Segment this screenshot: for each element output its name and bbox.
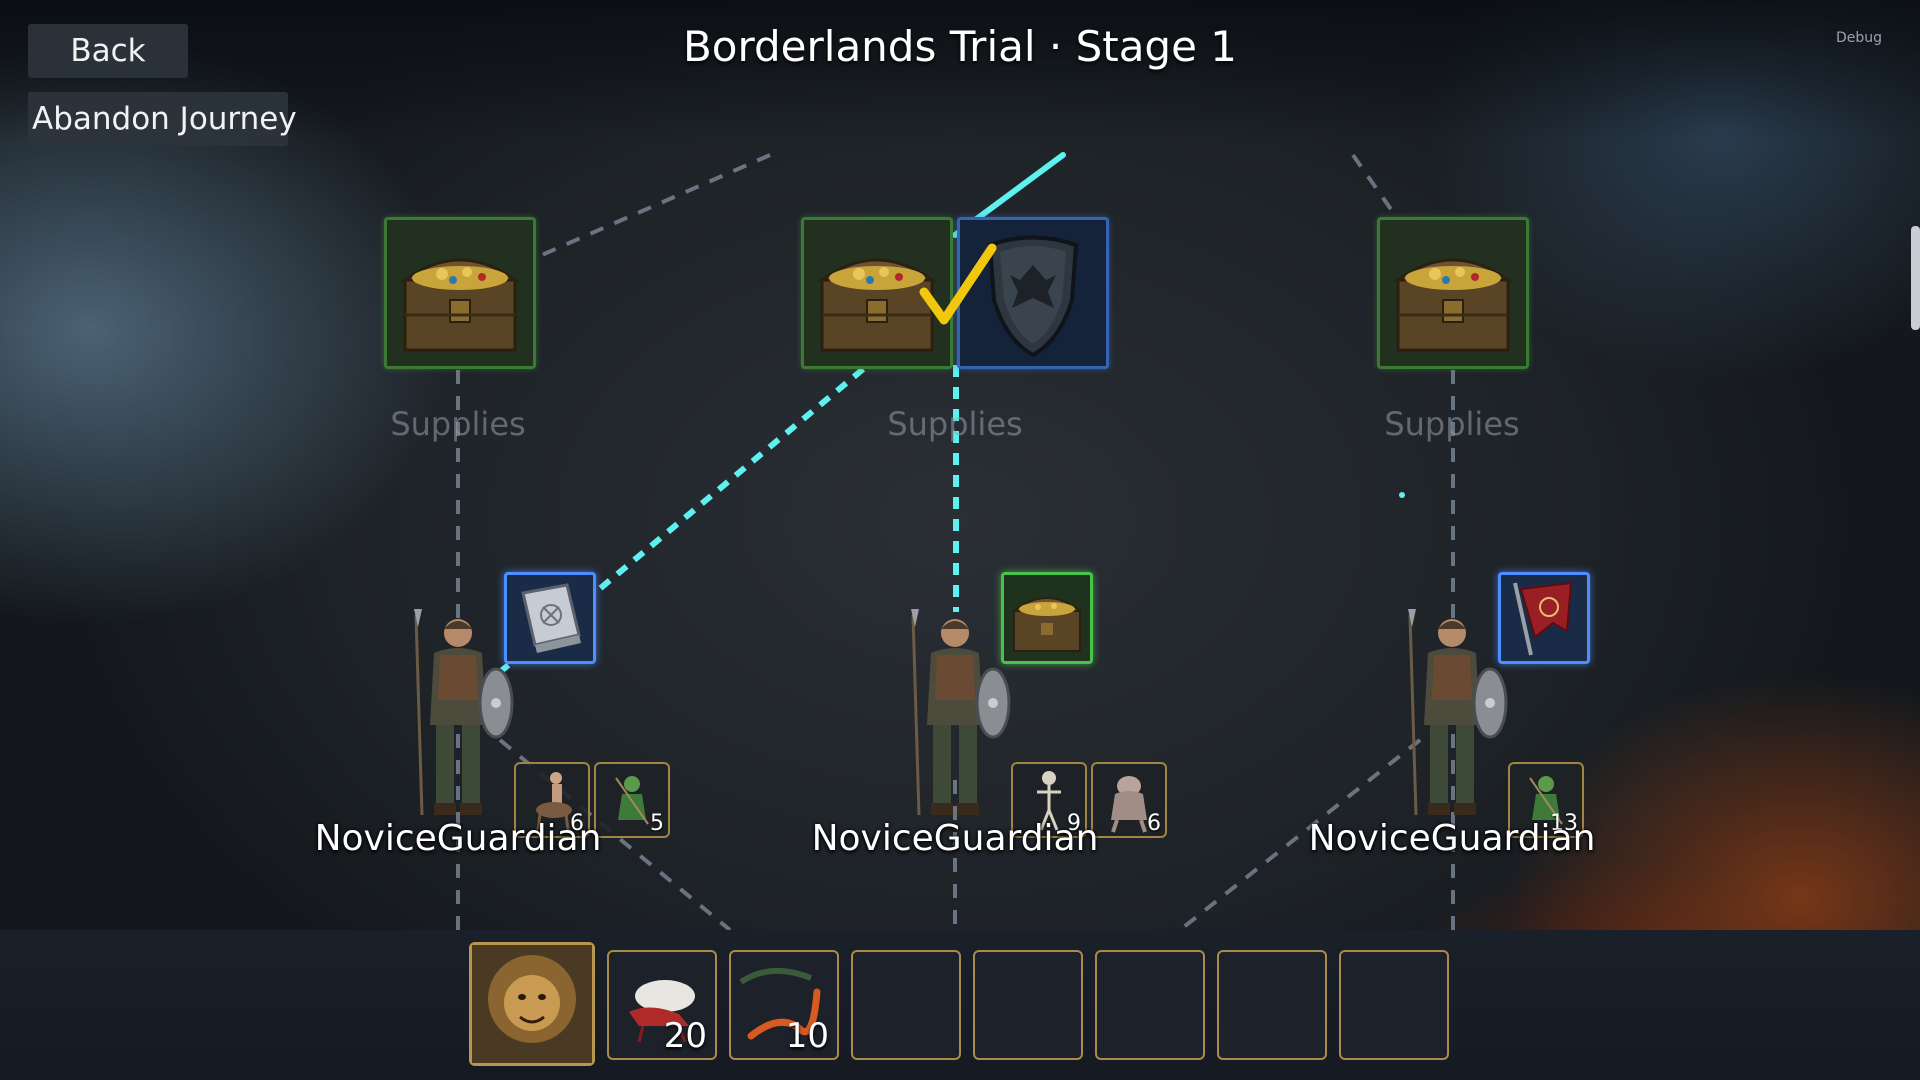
path-dot [1399,492,1405,498]
enemy-count: 13 [1550,811,1578,836]
army-empty-slot[interactable] [1095,950,1205,1060]
guardian-reward-1[interactable] [504,572,596,664]
army-empty-slot[interactable] [973,950,1083,1060]
supplies-label: Supplies [390,405,526,443]
page-title: Borderlands Trial · Stage 1 [682,22,1238,71]
guardian-figure[interactable] [400,605,520,825]
serpent-icon [739,967,821,1040]
goblin-icon [1529,776,1563,825]
lion-warrior-icon [472,945,592,1063]
enemy-unit-slot[interactable]: 9 [1011,762,1087,838]
treasure-chest-icon [400,258,520,352]
abandon-journey-button[interactable]: Abandon Journey [28,92,297,146]
enemy-unit-slot[interactable]: 6 [514,762,590,838]
army-unit-count: 20 [663,1016,707,1056]
enemy-count: 5 [650,811,664,836]
treasure-chest-icon [1393,258,1513,352]
ghoul-icon [1111,776,1147,833]
path-line [534,153,771,260]
guardian-figure[interactable] [897,605,1017,825]
completed-checkmark-icon [919,243,997,325]
army-unit-slot[interactable]: 20 [607,950,717,1060]
army-empty-slot[interactable] [851,950,961,1060]
spellbook-icon [521,583,581,653]
shield-icon [987,235,1079,358]
enemy-count: 6 [570,811,584,836]
skeleton-icon [1037,771,1061,831]
enemy-count: 6 [1147,811,1161,836]
hero-slot[interactable] [469,942,595,1066]
supplies-node-2[interactable] [801,217,953,369]
supplies-node-1[interactable] [384,217,536,369]
army-unit-count: 10 [785,1016,829,1056]
background-top-shade [0,0,1920,140]
scrollbar-thumb[interactable] [1911,226,1920,330]
treasure-chest-icon [1011,597,1083,652]
active-path-line [498,352,882,675]
army-empty-slot[interactable] [1339,950,1449,1060]
supplies-label: Supplies [1384,405,1520,443]
guardian-reward-2[interactable] [1001,572,1093,664]
enemy-unit-slot[interactable]: 6 [1091,762,1167,838]
enemy-count: 9 [1067,811,1081,836]
guardian-reward-3[interactable] [1498,572,1590,664]
supplies-label: Supplies [887,405,1023,443]
war-banner-icon [1513,581,1573,656]
guardian-figure[interactable] [1394,605,1514,825]
army-unit-slot[interactable]: 10 [729,950,839,1060]
treasure-chest-icon [817,258,937,352]
beast-icon [629,980,695,1043]
path-line [1351,153,1397,217]
supplies-node-3[interactable] [1377,217,1529,369]
guardian-name: NoviceGuardian [811,818,1099,859]
enemy-unit-slot[interactable]: 13 [1508,762,1584,838]
debug-button[interactable]: Debug [1836,30,1883,46]
goblin-icon [615,776,649,825]
centaur-icon [536,772,572,831]
army-empty-slot[interactable] [1217,950,1327,1060]
guardian-name: NoviceGuardian [1308,818,1596,859]
enemy-unit-slot[interactable]: 5 [594,762,670,838]
back-button[interactable]: Back [28,24,188,78]
guardian-name: NoviceGuardian [314,818,602,859]
